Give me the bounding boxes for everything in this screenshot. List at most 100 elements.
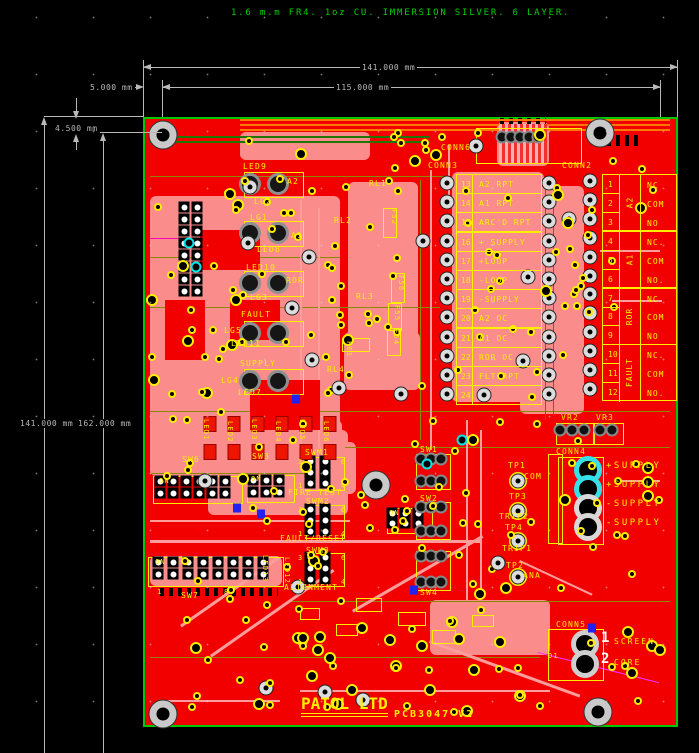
pad[interactable] [410, 585, 418, 595]
smd-pad[interactable] [227, 444, 241, 460]
terminal-pad[interactable] [541, 213, 557, 229]
switch-pad[interactable] [434, 575, 448, 589]
terminal-pad[interactable] [541, 386, 557, 402]
terminal-pad[interactable] [439, 213, 455, 229]
terminal-pad[interactable] [439, 290, 455, 306]
mounting-hole[interactable] [583, 697, 613, 727]
terminal-row[interactable]: 19-SUPPLY [456, 289, 542, 310]
pad[interactable] [306, 670, 318, 682]
through-hole-pad[interactable] [178, 249, 190, 261]
through-hole-pad[interactable] [167, 568, 179, 580]
through-hole-pad[interactable] [219, 487, 231, 499]
through-hole-pad[interactable] [191, 249, 203, 261]
terminal-row[interactable]: 24 [456, 385, 542, 406]
mounting-hole[interactable] [361, 470, 391, 500]
terminal-row[interactable]: 16+ SUPPLY [456, 231, 542, 252]
led[interactable] [267, 370, 289, 392]
terminal-pad[interactable] [439, 252, 455, 268]
terminal-pad[interactable] [439, 367, 455, 383]
switch-pad[interactable] [434, 549, 448, 563]
pad[interactable] [588, 623, 596, 633]
through-hole-pad[interactable] [193, 487, 205, 499]
through-hole-pad[interactable] [178, 285, 190, 297]
through-hole-pad[interactable] [242, 556, 254, 568]
terminal-pad[interactable] [582, 343, 598, 359]
pad[interactable] [183, 237, 195, 249]
through-hole-pad[interactable] [178, 213, 190, 225]
through-hole-pad[interactable] [212, 556, 224, 568]
through-hole-pad[interactable] [167, 487, 179, 499]
through-hole-pad[interactable] [319, 466, 331, 478]
mounting-hole[interactable] [148, 120, 178, 150]
pad[interactable] [654, 644, 666, 656]
through-hole-pad[interactable] [227, 556, 239, 568]
terminal-pad[interactable] [541, 271, 557, 287]
through-hole-pad[interactable] [178, 225, 190, 237]
through-hole-pad[interactable] [191, 213, 203, 225]
terminal-pad[interactable] [439, 233, 455, 249]
connector-pad[interactable] [571, 650, 599, 678]
through-hole-pad[interactable] [178, 201, 190, 213]
through-hole-pad[interactable] [227, 568, 239, 580]
pad[interactable] [146, 294, 158, 306]
terminal-pad[interactable] [541, 309, 557, 325]
terminal-pad[interactable] [541, 329, 557, 345]
through-hole-pad[interactable] [191, 273, 203, 285]
through-hole-pad[interactable] [242, 568, 254, 580]
terminal-row[interactable]: 18-LOOP [456, 270, 542, 290]
through-hole-pad[interactable] [154, 487, 166, 499]
terminal-pad[interactable] [439, 309, 455, 325]
through-hole-pad[interactable] [167, 556, 179, 568]
through-hole-pad[interactable] [180, 475, 192, 487]
switch-pad[interactable] [434, 452, 448, 466]
terminal-pad[interactable] [582, 249, 598, 265]
smd-pad[interactable] [203, 444, 217, 460]
terminal-pad[interactable] [439, 386, 455, 402]
terminal-pad[interactable] [439, 271, 455, 287]
pad[interactable] [421, 458, 433, 470]
switch-pad[interactable] [605, 423, 619, 437]
through-hole-pad[interactable] [206, 487, 218, 499]
through-hole-pad[interactable] [191, 225, 203, 237]
terminal-pad[interactable] [582, 324, 598, 340]
through-hole-pad[interactable] [260, 474, 272, 486]
through-hole-pad[interactable] [182, 568, 194, 580]
through-hole-pad[interactable] [219, 475, 231, 487]
pad[interactable] [494, 636, 506, 648]
through-hole-pad[interactable] [180, 487, 192, 499]
through-hole-pad[interactable] [152, 568, 164, 580]
terminal-pad[interactable] [439, 175, 455, 191]
mounting-hole[interactable] [585, 118, 615, 148]
pad[interactable] [468, 664, 480, 676]
through-hole-pad[interactable] [178, 273, 190, 285]
mounting-hole[interactable] [148, 699, 178, 729]
pad[interactable] [384, 634, 396, 646]
through-hole-pad[interactable] [247, 486, 259, 498]
through-hole-pad[interactable] [304, 477, 316, 489]
through-hole-pad[interactable] [212, 568, 224, 580]
pad[interactable] [190, 261, 202, 273]
terminal-pad[interactable] [541, 348, 557, 364]
terminal-pad[interactable] [582, 173, 598, 189]
switch-pad[interactable] [577, 423, 591, 437]
through-hole-pad[interactable] [273, 474, 285, 486]
switch-pad[interactable] [434, 524, 448, 538]
pad[interactable] [292, 394, 300, 404]
terminal-pad[interactable] [439, 348, 455, 364]
pad[interactable] [416, 640, 428, 652]
through-hole-pad[interactable] [191, 201, 203, 213]
terminal-pad[interactable] [541, 367, 557, 383]
pad[interactable] [148, 374, 160, 386]
pad[interactable] [456, 434, 468, 446]
terminal-pad[interactable] [439, 194, 455, 210]
through-hole-pad[interactable] [197, 556, 209, 568]
